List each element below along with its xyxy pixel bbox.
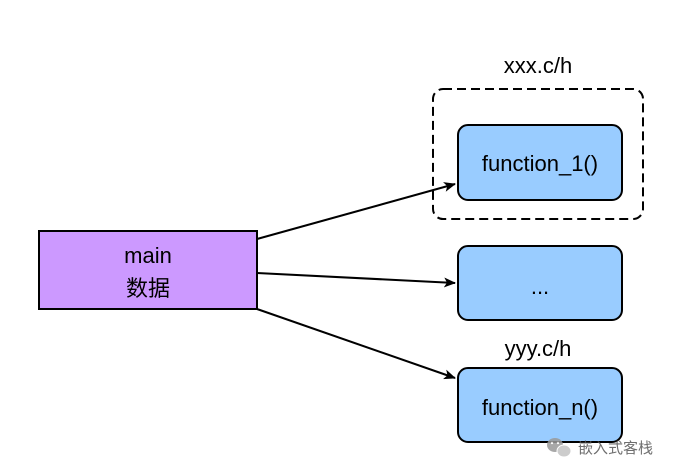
watermark-text: 嵌入式客栈	[578, 439, 653, 457]
arrow-to-ellipsis	[256, 272, 456, 288]
arrow-to-function-1	[256, 182, 456, 240]
function-1-box: function_1()	[457, 124, 623, 201]
main-data-box: main 数据	[38, 230, 258, 310]
group-label-xxx: xxx.c/h	[504, 53, 572, 78]
watermark: 嵌入式客栈	[547, 438, 653, 458]
main-box-rect	[38, 230, 258, 310]
function-n-box: function_n()	[457, 367, 623, 443]
wechat-icon	[547, 438, 572, 458]
main-box-title: main	[124, 243, 172, 268]
function-n-label: function_n()	[482, 395, 598, 420]
function-n-rect	[457, 367, 623, 443]
ellipsis-label: ...	[531, 274, 549, 299]
function-1-label: function_1()	[482, 151, 598, 176]
ellipsis-box: ...	[457, 245, 623, 321]
ellipsis-rect	[457, 245, 623, 321]
module-group-container	[432, 88, 644, 220]
function-1-rect	[457, 124, 623, 201]
main-box-subtitle: 数据	[126, 276, 170, 301]
group-label-yyy: yyy.c/h	[505, 336, 572, 361]
arrow-to-function-n	[256, 308, 456, 380]
